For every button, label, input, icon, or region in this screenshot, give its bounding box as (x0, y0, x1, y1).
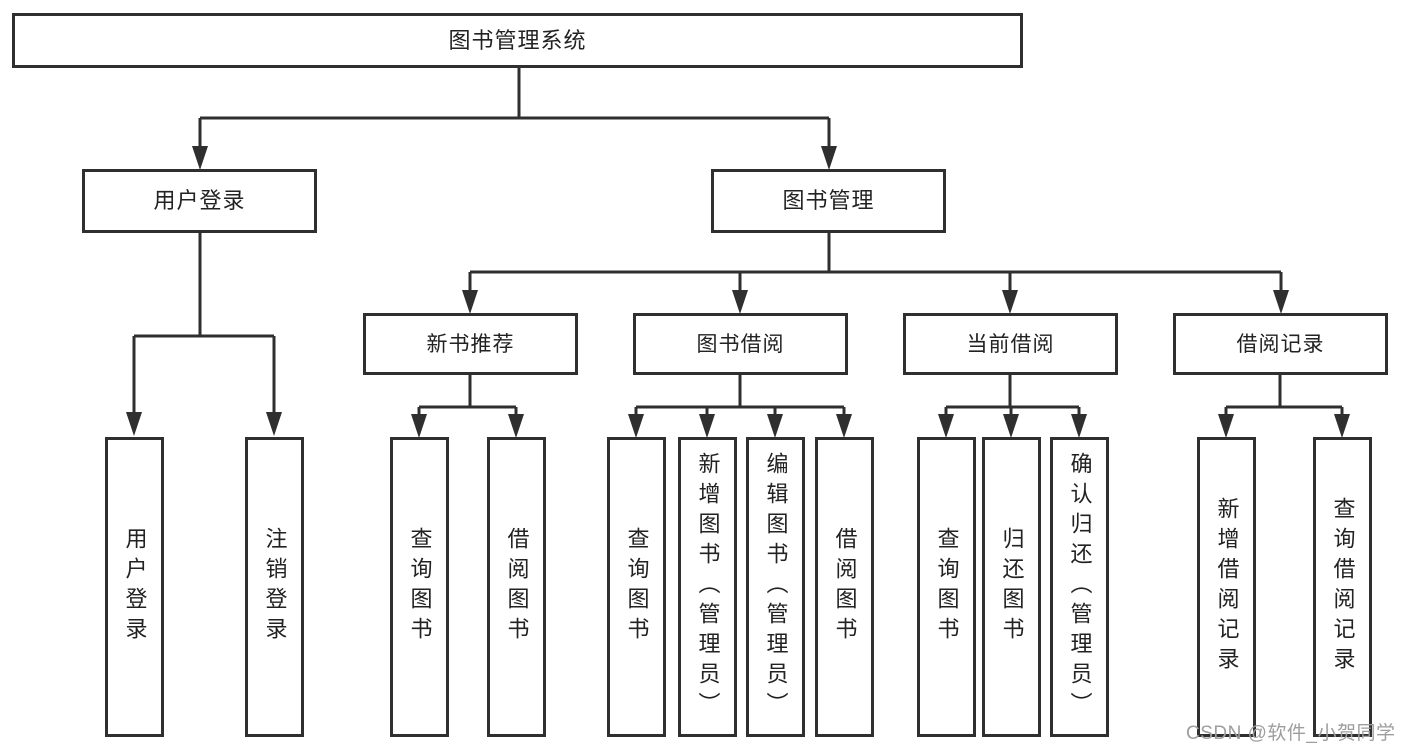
leaf-return-books: 归还图书 (982, 437, 1041, 737)
leaf-user-login: 用户登录 (105, 437, 164, 737)
arrowheads (126, 146, 1350, 438)
leaf-add-borrow-record: 新增借阅记录 (1197, 437, 1256, 737)
leaf-query-borrow-record: 查询借阅记录 (1313, 437, 1372, 737)
node-borrow-records: 借阅记录 (1173, 313, 1388, 375)
leaf-query-books-borrow: 查询图书 (607, 437, 666, 737)
leaf-query-books-recommend: 查询图书 (390, 437, 449, 737)
node-book-management-branch: 图书管理 (711, 169, 946, 233)
leaf-query-books-current: 查询图书 (917, 437, 976, 737)
node-user-login-branch: 用户登录 (82, 169, 317, 233)
node-root-system: 图书管理系统 (12, 13, 1023, 68)
node-current-borrow: 当前借阅 (903, 313, 1118, 375)
leaf-borrow-books-recommend: 借阅图书 (487, 437, 546, 737)
leaf-edit-books-admin: 编辑图书（管理员） (746, 437, 805, 737)
leaf-borrow-books: 借阅图书 (815, 437, 874, 737)
leaf-add-books-admin: 新增图书（管理员） (678, 437, 737, 737)
leaf-confirm-return-admin: 确认归还（管理员） (1050, 437, 1109, 737)
csdn-watermark: CSDN @软件_小贺同学 (1186, 723, 1396, 744)
leaf-logout: 注销登录 (245, 437, 304, 737)
node-book-borrow: 图书借阅 (633, 313, 848, 375)
node-new-book-recommend: 新书推荐 (363, 313, 578, 375)
